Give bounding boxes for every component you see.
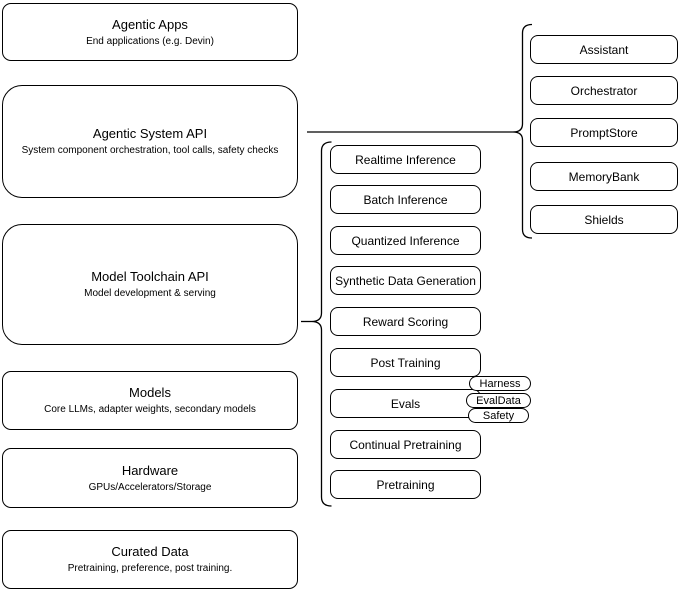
node-batch-inference: Batch Inference: [330, 185, 481, 214]
node-title: Models: [129, 385, 171, 400]
node-subtitle: System component orchestration, tool cal…: [21, 145, 279, 156]
node-assistant: Assistant: [530, 35, 678, 64]
node-quantized-inference: Quantized Inference: [330, 226, 481, 255]
node-post-training: Post Training: [330, 348, 481, 377]
node-curated-data: Curated Data Pretraining, preference, po…: [2, 530, 298, 589]
node-agentic-apps: Agentic Apps End applications (e.g. Devi…: [2, 3, 298, 61]
node-title: Agentic Apps: [112, 16, 188, 32]
node-label: Orchestrator: [570, 83, 638, 98]
node-orchestrator: Orchestrator: [530, 76, 678, 105]
node-continual-pretraining: Continual Pretraining: [330, 430, 481, 459]
node-shields: Shields: [530, 205, 678, 234]
node-title: Model Toolchain API: [91, 269, 209, 284]
node-label: Quantized Inference: [351, 233, 460, 248]
node-title: Hardware: [121, 462, 179, 478]
node-subtitle: End applications (e.g. Devin): [86, 35, 214, 47]
node-label: Pretraining: [376, 477, 435, 492]
tag-evaldata: EvalData: [466, 393, 531, 408]
node-label: Realtime Inference: [355, 152, 456, 167]
node-label: Post Training: [370, 355, 441, 370]
node-subtitle: Pretraining, preference, post training.: [67, 563, 233, 574]
tag-label: EvalData: [476, 394, 521, 407]
node-label: MemoryBank: [568, 169, 640, 184]
node-subtitle: Model development & serving: [84, 288, 216, 299]
tag-label: Safety: [482, 409, 515, 422]
node-title: Agentic System API: [92, 126, 208, 141]
node-agentic-system-api: Agentic System API System component orch…: [2, 85, 298, 198]
node-synthetic-data-generation: Synthetic Data Generation: [330, 266, 481, 295]
node-memorybank: MemoryBank: [530, 162, 678, 191]
node-label: Reward Scoring: [362, 314, 449, 329]
tag-harness: Harness: [469, 376, 531, 391]
node-label: Continual Pretraining: [349, 437, 462, 452]
node-subtitle: Core LLMs, adapter weights, secondary mo…: [44, 404, 256, 415]
tag-safety: Safety: [468, 408, 529, 423]
node-title: Curated Data: [111, 544, 189, 559]
node-evals: Evals: [330, 389, 481, 418]
node-label: Synthetic Data Generation: [335, 273, 476, 288]
node-subtitle: GPUs/Accelerators/Storage: [88, 481, 212, 493]
tag-label: Harness: [479, 377, 521, 390]
node-label: Evals: [390, 396, 421, 411]
node-label: Shields: [584, 212, 624, 227]
toolchain-bracket: [311, 141, 332, 507]
node-hardware: Hardware GPUs/Accelerators/Storage: [2, 448, 298, 508]
node-pretraining: Pretraining: [330, 470, 481, 499]
node-label: PromptStore: [570, 125, 638, 140]
node-label: Assistant: [579, 42, 629, 57]
node-model-toolchain-api: Model Toolchain API Model development & …: [2, 224, 298, 345]
node-promptstore: PromptStore: [530, 118, 678, 147]
node-realtime-inference: Realtime Inference: [330, 145, 481, 174]
node-reward-scoring: Reward Scoring: [330, 307, 481, 336]
node-models: Models Core LLMs, adapter weights, secon…: [2, 371, 298, 430]
node-label: Batch Inference: [363, 192, 448, 207]
